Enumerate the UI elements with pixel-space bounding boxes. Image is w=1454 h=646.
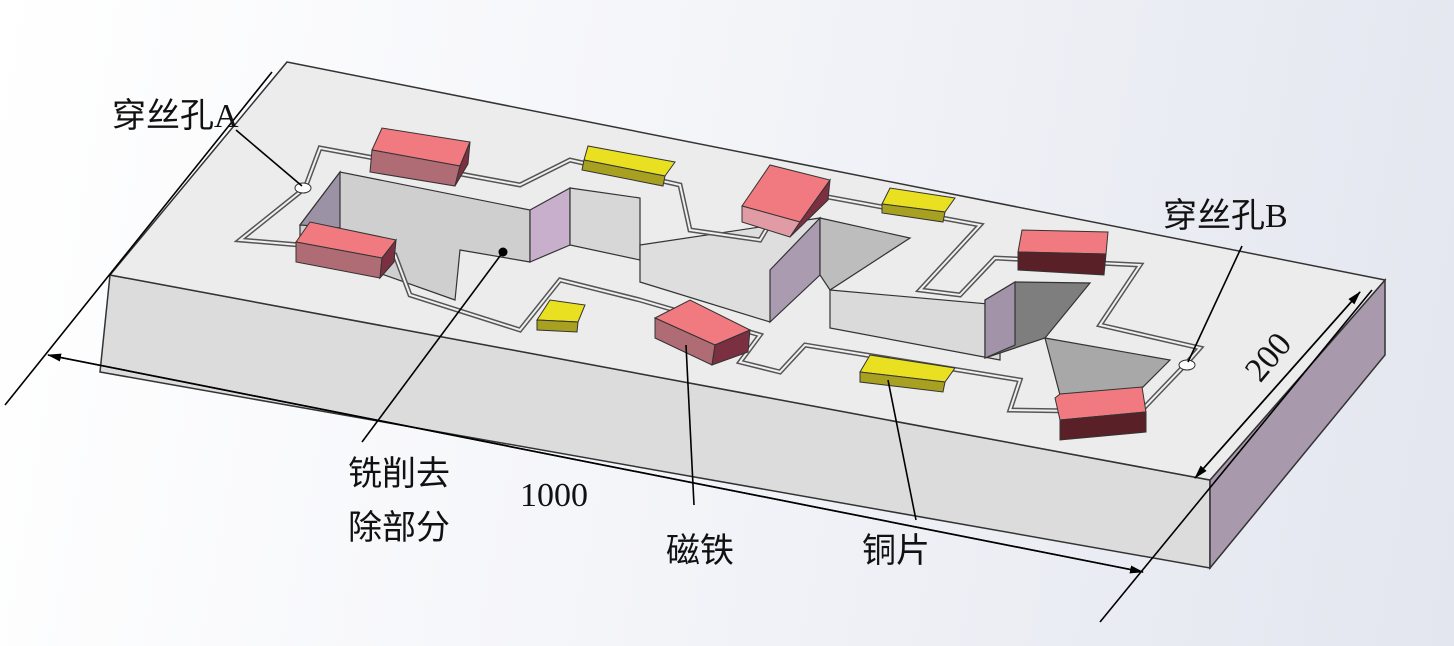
magnet-4 [1017, 229, 1109, 276]
magnet-3 [741, 164, 831, 238]
magnet-1 [369, 127, 471, 187]
label-hole-b: 穿丝孔B [1163, 198, 1288, 235]
copper-4 [859, 354, 956, 393]
dimension-length: 1000 [520, 477, 588, 514]
copper-plates [536, 145, 956, 393]
label-hole-a: 穿丝孔A [112, 98, 239, 135]
dimension-lines [4, 71, 1373, 623]
magnets [295, 127, 1147, 441]
label-magnet: 磁铁 [666, 533, 734, 570]
magnet-5 [653, 299, 752, 366]
label-milled-line2: 除部分 [348, 510, 450, 547]
hole-a [294, 182, 312, 194]
magnet-2 [295, 221, 397, 280]
milled-cavity [298, 170, 1172, 396]
copper-3 [536, 299, 586, 333]
label-copper: 铜片 [862, 533, 930, 570]
label-milled-line1: 铣削去 [348, 456, 450, 493]
hole-b [1178, 359, 1196, 371]
copper-2 [881, 187, 956, 223]
magnet-6 [1054, 386, 1147, 441]
milled-area-dot [498, 247, 508, 257]
copper-1 [581, 145, 676, 187]
